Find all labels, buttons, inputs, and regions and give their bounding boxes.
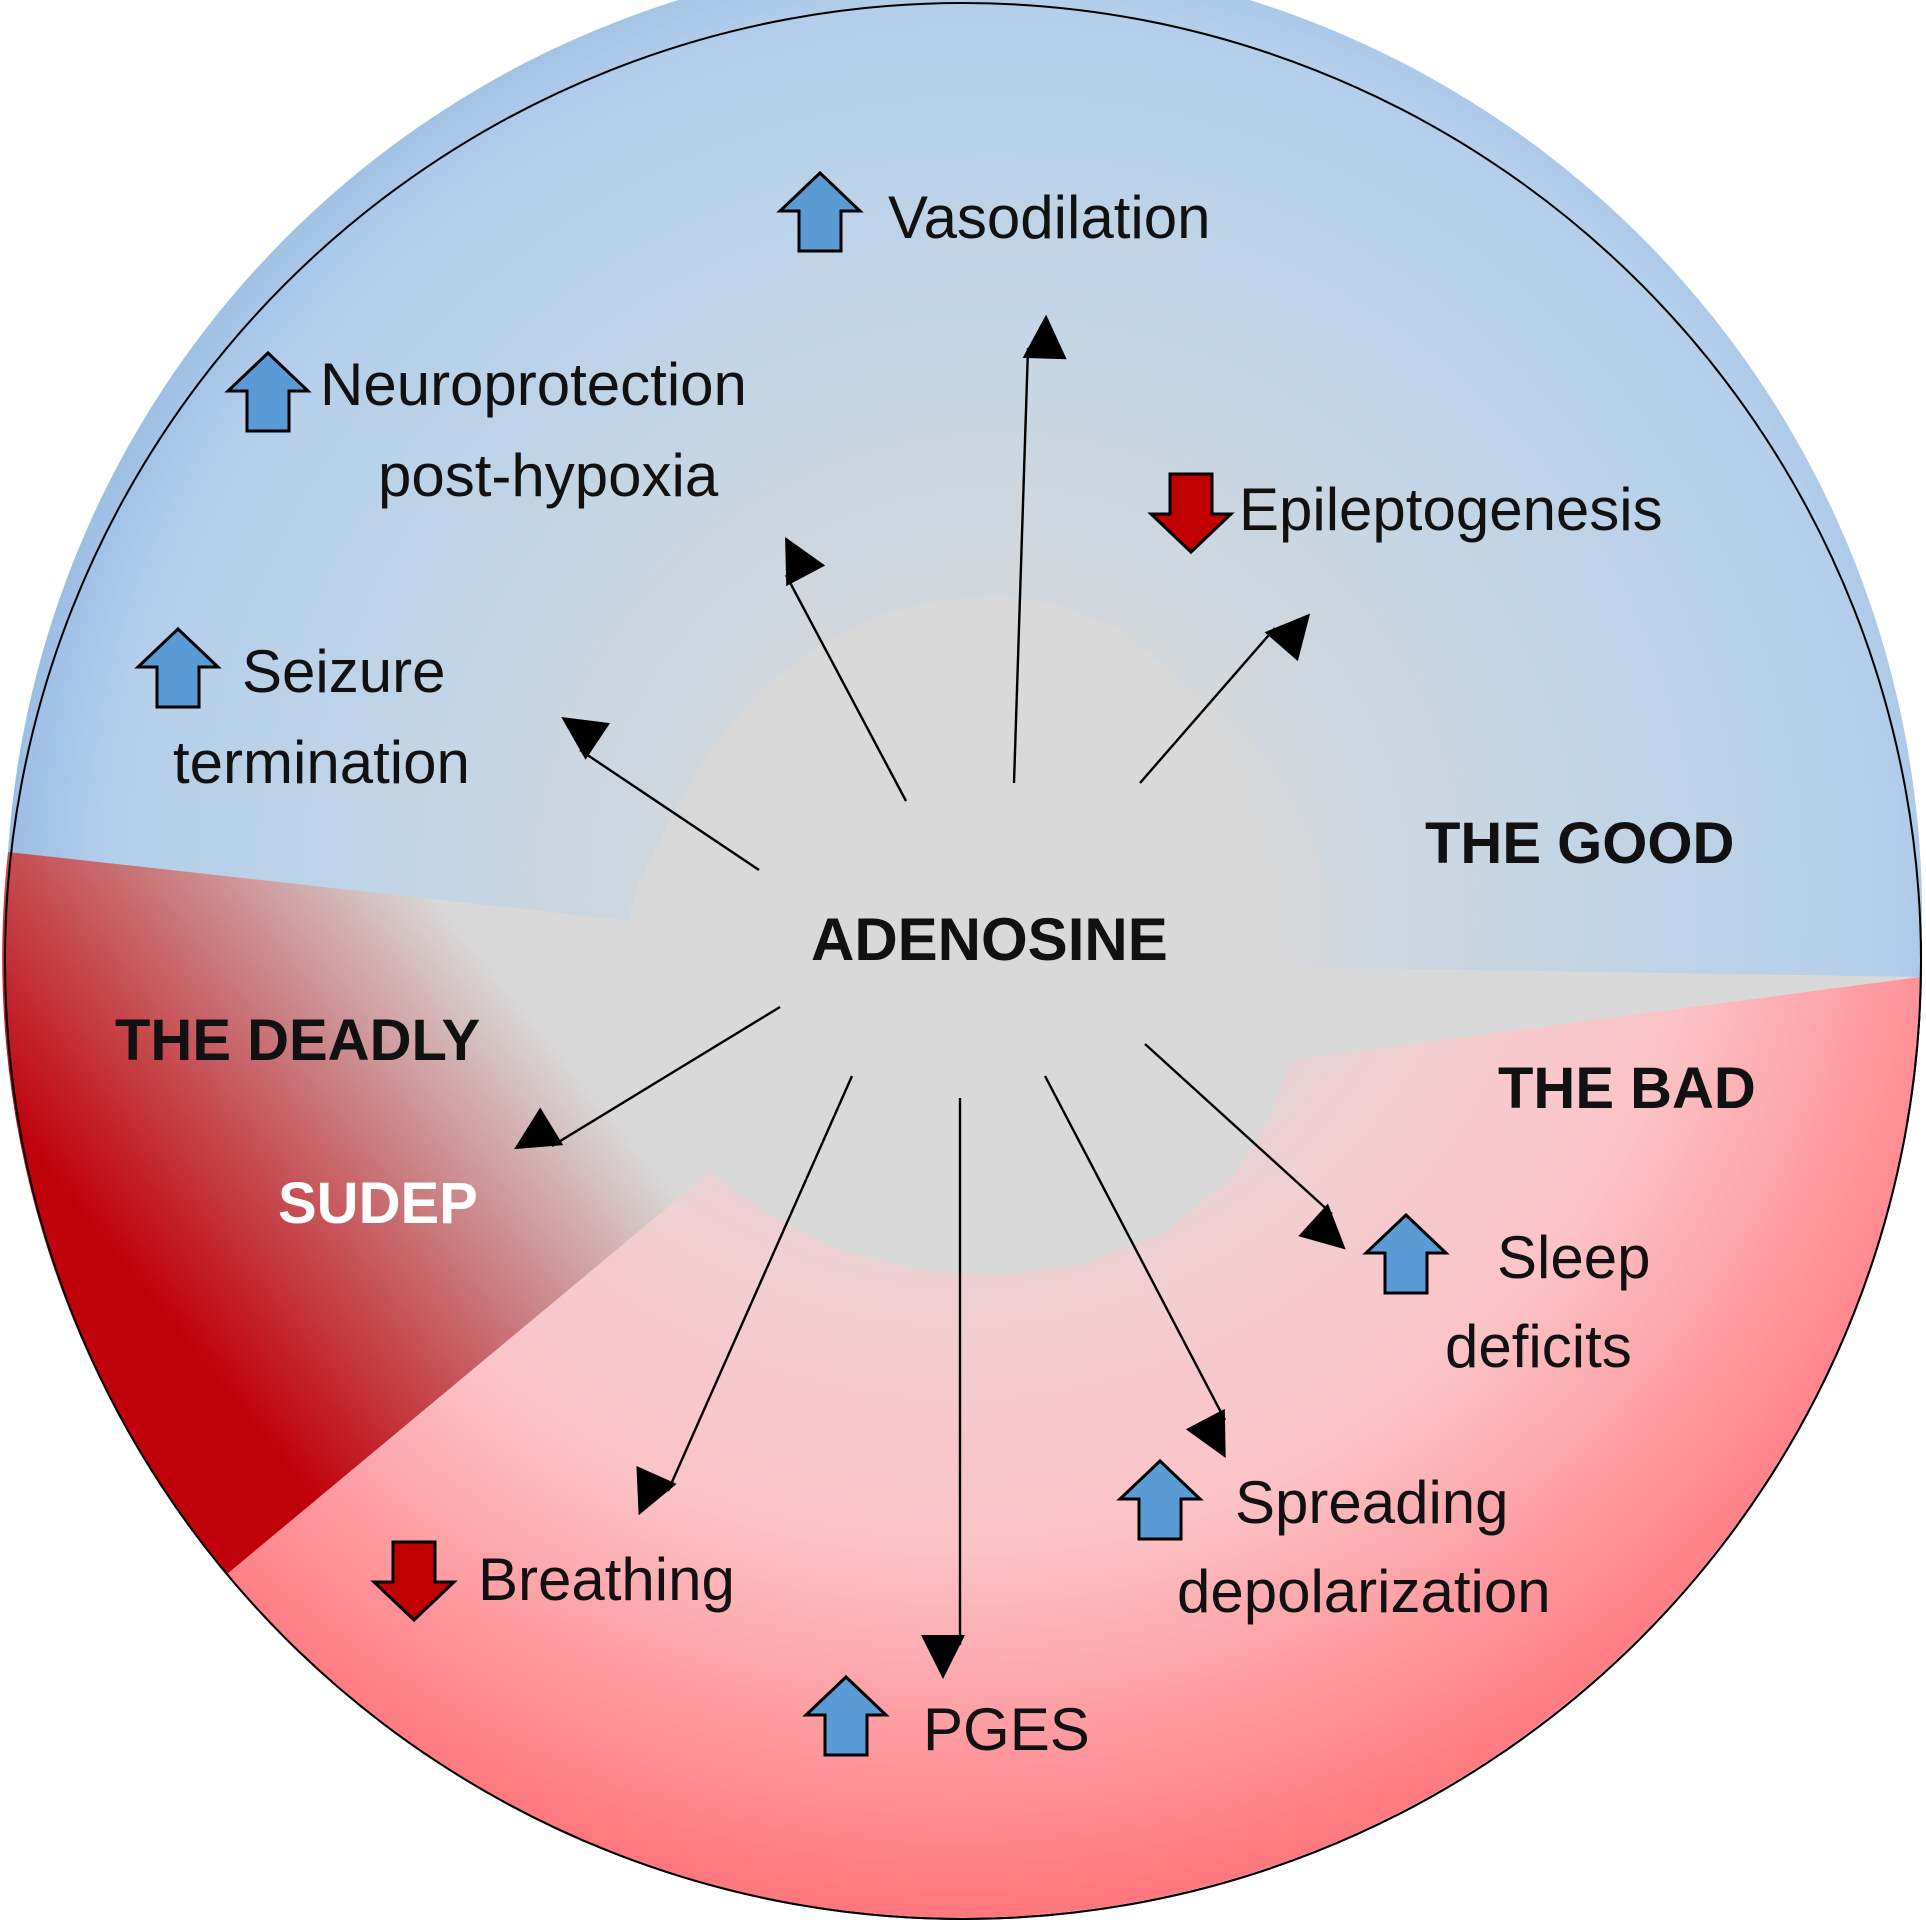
up-arrow-icon bbox=[1362, 1212, 1450, 1295]
effect-label-seizure: Seizure bbox=[242, 638, 445, 705]
arrow-to-epileptogenesis bbox=[1139, 613, 1311, 784]
section-label-good: THE GOOD bbox=[1425, 811, 1734, 876]
effect-label-vasodilation: Vasodilation bbox=[888, 184, 1210, 251]
up-arrow-icon bbox=[224, 350, 312, 433]
effect-label-breathing: Breathing bbox=[478, 1546, 735, 1613]
center-glow bbox=[650, 630, 1330, 1230]
arrow-to-sudep bbox=[514, 1005, 781, 1150]
up-arrow-icon bbox=[802, 1674, 890, 1757]
down-arrow-icon bbox=[370, 1540, 458, 1623]
effect-label-seizure-line2: termination bbox=[173, 729, 470, 796]
section-label-sudep: SUDEP bbox=[278, 1171, 478, 1236]
arrow-to-vasodilation bbox=[1012, 314, 1067, 784]
effect-label-spreading: Spreading bbox=[1235, 1469, 1509, 1536]
up-arrow-icon bbox=[776, 170, 864, 253]
arrow-to-breathing bbox=[636, 1075, 854, 1516]
up-arrow-icon bbox=[134, 626, 222, 709]
arrow-to-seizure-termination bbox=[561, 716, 760, 871]
up-arrow-icon bbox=[1116, 1458, 1204, 1541]
down-arrow-icon bbox=[1147, 472, 1235, 555]
effect-label-spreading-line2: depolarization bbox=[1177, 1558, 1551, 1625]
effect-label-sleep-line2: deficits bbox=[1445, 1313, 1632, 1380]
deadly-region bbox=[2, 852, 711, 1574]
arrow-to-sleep-deficits bbox=[1144, 1043, 1346, 1250]
effect-label-sleep: Sleep bbox=[1497, 1224, 1650, 1291]
section-label-bad: THE BAD bbox=[1498, 1056, 1756, 1121]
effect-label-neuroprotection-line2: post-hypoxia bbox=[378, 442, 719, 509]
diagram-outline bbox=[4, 2, 1922, 1920]
good-region bbox=[8, 0, 1922, 977]
arrow-to-spreading-depolarization bbox=[1043, 1075, 1227, 1459]
effect-label-epileptogenesis: Epileptogenesis bbox=[1239, 476, 1663, 543]
effect-label-pges: PGES bbox=[923, 1696, 1090, 1763]
arrow-to-neuroprotection bbox=[784, 536, 908, 802]
bad-region bbox=[227, 977, 1920, 1918]
section-label-deadly: THE DEADLY bbox=[115, 1008, 480, 1073]
effect-label-neuroprotection: Neuroprotection bbox=[320, 351, 747, 418]
indicator-icons bbox=[134, 170, 1450, 1757]
connector-arrows bbox=[514, 314, 1346, 1680]
center-label: ADENOSINE bbox=[811, 906, 1168, 973]
